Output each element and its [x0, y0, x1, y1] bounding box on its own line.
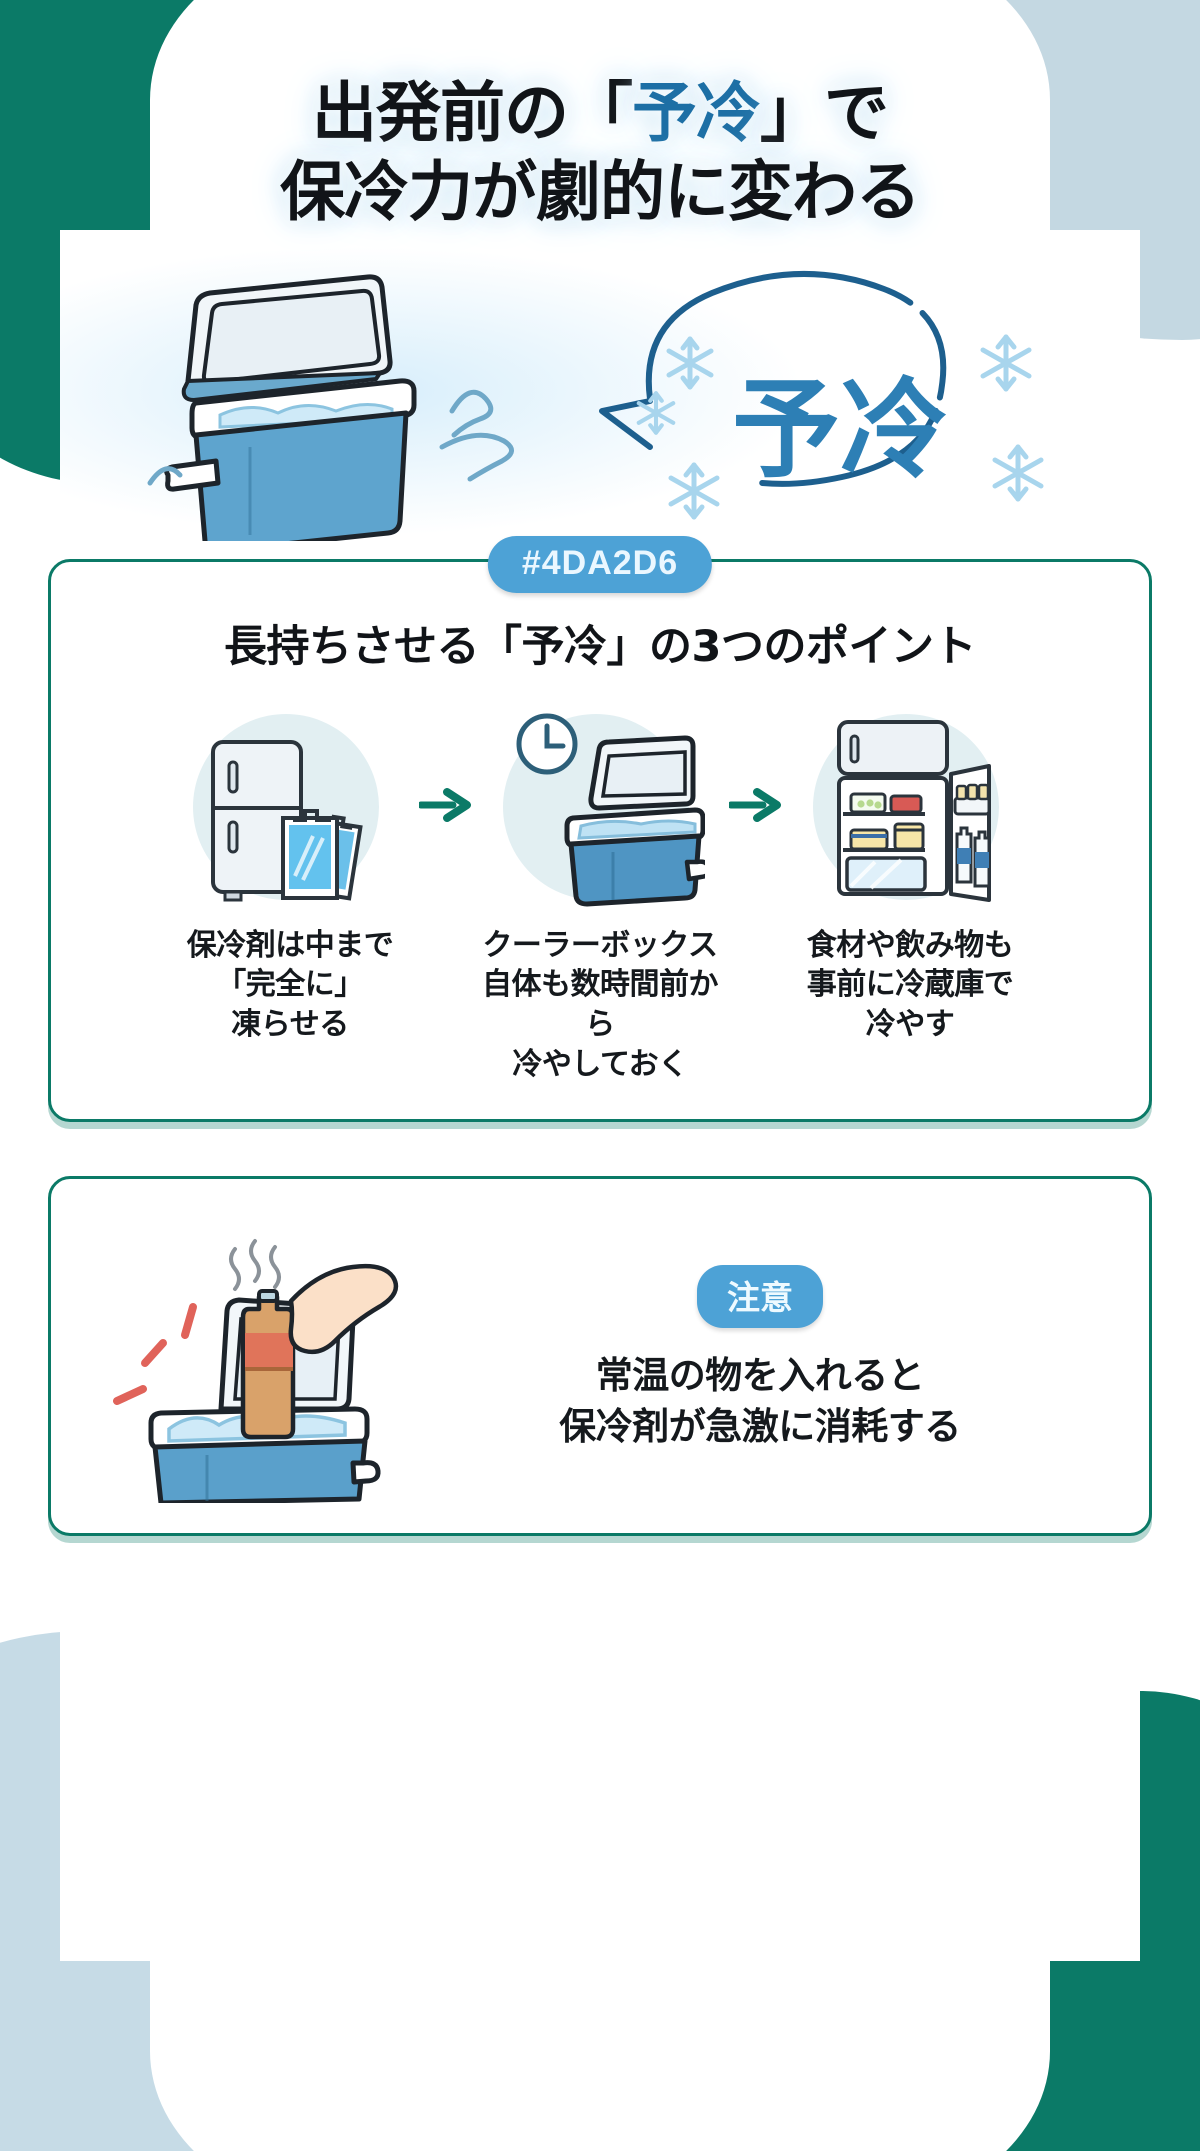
clock-and-cooler-box-icon: [516, 713, 705, 907]
step-1-illustration: [185, 700, 395, 912]
caution-badge: 注意: [697, 1264, 823, 1328]
step-arrow-1: [416, 700, 474, 822]
warning-text-block: 注意 常温の物を入れると 保冷剤が急激に消耗する: [407, 1264, 1123, 1452]
caption-line: 「完全に」: [216, 967, 364, 1003]
step-item-3: 食材や飲み物も 事前に冷蔵庫で 冷やす: [784, 700, 1036, 1046]
title-accent-yorei: 予冷: [631, 76, 761, 151]
step-3-illustration: [805, 700, 1015, 912]
step-item-1: 保冷剤は中まで 「完全に」 凍らせる: [164, 700, 416, 1046]
points-steps: 保冷剤は中まで 「完全に」 凍らせる: [77, 700, 1123, 1086]
warning-illustration: [77, 1213, 407, 1504]
color-code-badge: #4DA2D6: [487, 535, 713, 593]
clock-icon: [516, 713, 578, 775]
warning-line: 常温の物を入れると: [595, 1353, 925, 1397]
step-item-2: クーラーボックス 自体も数時間前から 冷やしておく: [474, 700, 726, 1086]
warning-row: 注意 常温の物を入れると 保冷剤が急激に消耗する: [77, 1213, 1123, 1504]
caption-line: 凍らせる: [231, 1007, 349, 1043]
water-bottle-icon: [955, 826, 991, 888]
hero-header: 出発前の「予冷」で 保冷力が劇的に変わる: [0, 0, 1200, 233]
content-root: 出発前の「予冷」で 保冷力が劇的に変わる: [0, 0, 1200, 1537]
step-1-caption: 保冷剤は中まで 「完全に」 凍らせる: [187, 926, 394, 1046]
step-arrow-2: [726, 700, 784, 822]
page-title-line-1: 出発前の「予冷」で: [0, 74, 1200, 153]
arrow-right-icon: [729, 787, 781, 822]
fridge-with-ice-packs-icon: [211, 739, 363, 902]
page-title-line-2: 保冷力が劇的に変わる: [279, 155, 921, 231]
caption-line: 冷やす: [865, 1007, 955, 1043]
snowflake-icon: [636, 334, 1044, 520]
caption-line: 食材や飲み物も: [806, 927, 1014, 963]
title-pre: 出発前の「: [311, 76, 633, 151]
warning-card: 注意 常温の物を入れると 保冷剤が急激に消耗する: [48, 1176, 1152, 1537]
caption-line: 事前に冷蔵庫で: [806, 967, 1014, 1003]
warning-body: 常温の物を入れると 保冷剤が急激に消耗する: [407, 1350, 1113, 1452]
steam-icon: [229, 1239, 281, 1292]
step-2-caption: クーラーボックス 自体も数時間前から 冷やしておく: [474, 926, 726, 1086]
title-post: 」で: [760, 76, 889, 151]
impact-lines-icon: [113, 1303, 197, 1406]
step-3-caption: 食材や飲み物も 事前に冷蔵庫で 冷やす: [807, 926, 1014, 1046]
caption-line: 自体も数時間前から: [482, 967, 719, 1043]
caption-line: 保冷剤は中まで: [186, 927, 394, 963]
warning-line: 保冷剤が急激に消耗する: [559, 1404, 961, 1448]
hand-putting-warm-bottle-into-cooler-icon: [113, 1239, 399, 1504]
hero-illustration: 予冷: [0, 240, 1200, 541]
warm-drink-bottle-icon: [240, 1289, 296, 1440]
open-refrigerator-with-food-icon: [837, 719, 991, 902]
yorei-bubble: [599, 270, 1044, 520]
arrow-right-icon: [419, 787, 471, 822]
hero-cooler-and-bubble-graphic: 予冷: [147, 270, 1044, 541]
step-2-illustration: [495, 700, 705, 912]
bubble-label-yorei: 予冷: [732, 368, 948, 493]
cold-air-swirl-icon: [147, 389, 514, 486]
points-card: #4DA2D6 長持ちさせる「予冷」の3つのポイント: [48, 535, 1152, 1123]
cooler-box-open-icon: [164, 274, 417, 541]
caption-line: 冷やしておく: [512, 1047, 688, 1083]
caption-line: クーラーボックス: [482, 927, 718, 963]
points-heading: 長持ちさせる「予冷」の3つのポイント: [224, 621, 976, 672]
